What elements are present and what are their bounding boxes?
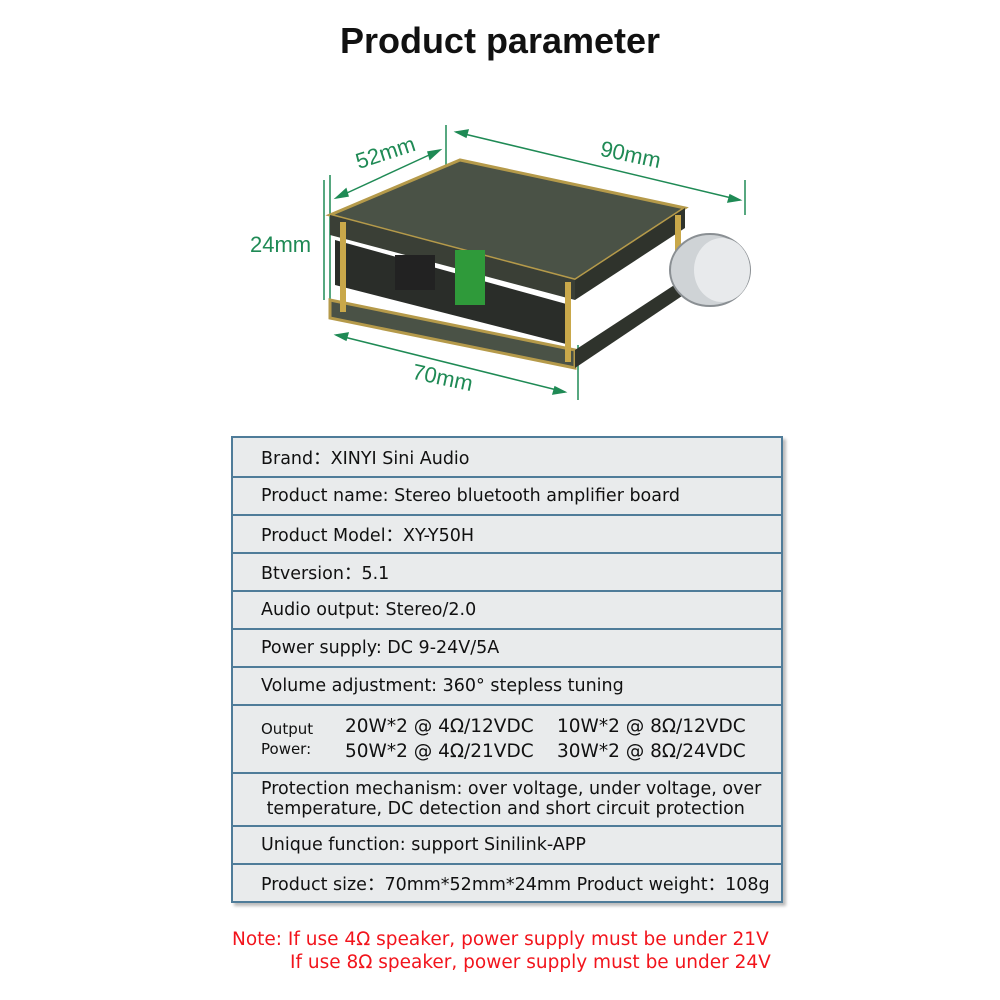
output-power-label: Output Power:: [261, 720, 314, 758]
spec-volume: Volume adjustment: 360° stepless tuning: [233, 666, 781, 704]
spec-model: Product Model：XY-Y50H: [233, 514, 781, 552]
product-image: [323, 125, 751, 400]
spec-audio-output: Audio output: Stereo/2.0: [233, 590, 781, 628]
spec-power-supply: Power supply: DC 9-24V/5A: [233, 628, 781, 666]
spec-bt-version: Btversion：5.1: [233, 552, 781, 590]
spec-protection: Protection mechanism: over voltage, unde…: [233, 772, 781, 825]
amplifier-board: [325, 158, 751, 370]
spec-product-name: Product name: Stereo bluetooth amplifier…: [233, 476, 781, 514]
dimension-height: 24mm: [250, 232, 312, 257]
page-title: Product parameter: [339, 20, 661, 61]
spec-table: Brand：XINYI Sini Audio Product name: Ste…: [231, 436, 783, 903]
spec-unique-function: Unique function: support Sinilink-APP: [233, 825, 781, 863]
note: Note: If use 4Ω speaker, power supply mu…: [232, 929, 771, 973]
dimension-lines: [323, 125, 746, 400]
spec-size-weight: Product size：70mm*52mm*24mm Product weig…: [233, 863, 781, 901]
spec-brand: Brand：XINYI Sini Audio: [261, 448, 470, 469]
